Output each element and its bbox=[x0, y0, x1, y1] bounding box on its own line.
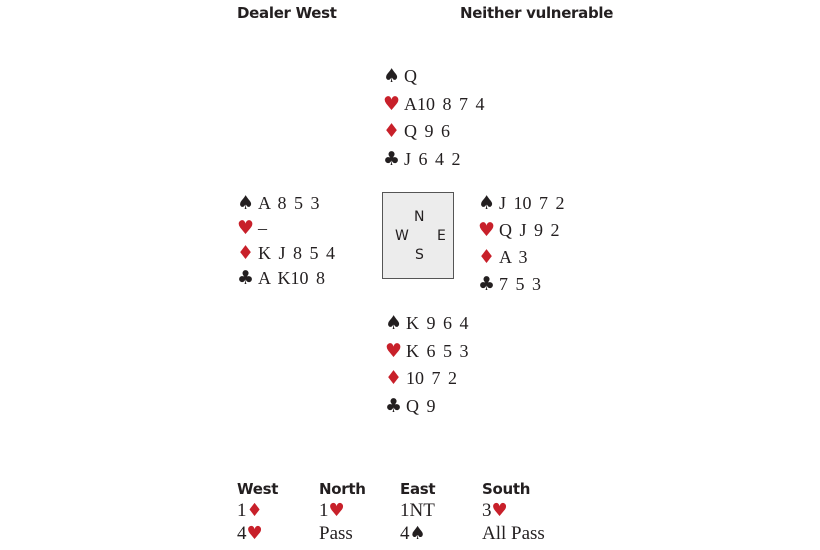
auction-header-east: East bbox=[400, 480, 436, 498]
call-text: 1 bbox=[319, 500, 329, 521]
east-heart-row: ♥Q J 9 2 bbox=[478, 219, 560, 241]
heart-icon: ♥ bbox=[237, 217, 255, 239]
club-icon: ♣ bbox=[383, 147, 401, 170]
auction-call: 4♠ bbox=[400, 523, 426, 545]
heart-icon: ♥ bbox=[328, 500, 345, 521]
spade-icon: ♠ bbox=[409, 523, 426, 544]
auction-call: All Pass bbox=[482, 523, 545, 545]
diamond-icon: ♦ bbox=[237, 242, 255, 264]
diamond-icon: ♦ bbox=[385, 367, 403, 389]
west-heart-row: ♥– bbox=[237, 217, 267, 239]
heart-icon: ♥ bbox=[385, 339, 403, 362]
east-heart-cards: Q J 9 2 bbox=[499, 220, 560, 240]
spade-icon: ♠ bbox=[478, 192, 496, 214]
east-spade-row: ♠J 10 7 2 bbox=[478, 192, 565, 214]
south-heart-row: ♥K 6 5 3 bbox=[385, 340, 469, 362]
auction-call: 1NT bbox=[400, 500, 435, 522]
south-spade-cards: K 9 6 4 bbox=[406, 313, 469, 333]
vulnerability-label: Neither vulnerable bbox=[460, 4, 614, 22]
auction-call: Pass bbox=[319, 523, 353, 545]
call-text: 4 bbox=[237, 523, 247, 544]
club-icon: ♣ bbox=[237, 267, 255, 289]
north-diamond-cards: Q 9 6 bbox=[404, 121, 450, 141]
call-text: All Pass bbox=[482, 523, 545, 544]
west-diamond-row: ♦K J 8 5 4 bbox=[237, 242, 335, 264]
auction-header-west: West bbox=[237, 480, 279, 498]
spade-icon: ♠ bbox=[383, 65, 401, 87]
east-club-cards: 7 5 3 bbox=[499, 274, 541, 294]
east-diamond-row: ♦A 3 bbox=[478, 246, 528, 268]
east-diamond-cards: A 3 bbox=[499, 247, 528, 267]
west-spade-row: ♠A 8 5 3 bbox=[237, 192, 320, 214]
north-club-cards: J 6 4 2 bbox=[404, 148, 461, 169]
call-text: 4 bbox=[400, 523, 410, 544]
south-club-cards: Q 9 bbox=[406, 395, 436, 416]
compass-north: N bbox=[414, 209, 425, 225]
dealer-label: Dealer West bbox=[237, 4, 337, 22]
compass-table: N W E S bbox=[382, 192, 454, 279]
call-text: 3 bbox=[482, 500, 492, 521]
diamond-icon: ♦ bbox=[246, 500, 263, 521]
auction-header-north: North bbox=[319, 480, 366, 498]
north-spade-row: ♠Q bbox=[383, 65, 417, 87]
east-spade-cards: J 10 7 2 bbox=[499, 193, 565, 213]
compass-east: E bbox=[437, 228, 446, 244]
south-heart-cards: K 6 5 3 bbox=[406, 340, 469, 361]
auction-call: 1♥ bbox=[319, 500, 345, 522]
compass-south: S bbox=[415, 247, 424, 263]
spade-icon: ♠ bbox=[385, 312, 403, 334]
heart-icon: ♥ bbox=[478, 219, 496, 241]
north-diamond-row: ♦Q 9 6 bbox=[383, 120, 450, 142]
club-icon: ♣ bbox=[385, 394, 403, 417]
east-club-row: ♣7 5 3 bbox=[478, 273, 541, 295]
club-icon: ♣ bbox=[478, 273, 496, 295]
north-heart-row: ♥A10 8 7 4 bbox=[383, 93, 485, 115]
north-heart-cards: A10 8 7 4 bbox=[404, 93, 485, 114]
call-text: 1NT bbox=[400, 500, 435, 521]
call-text: Pass bbox=[319, 523, 353, 544]
south-diamond-row: ♦10 7 2 bbox=[385, 367, 457, 389]
west-club-row: ♣A K10 8 bbox=[237, 267, 325, 289]
compass-west: W bbox=[395, 228, 409, 244]
south-club-row: ♣Q 9 bbox=[385, 395, 436, 417]
auction-call: 4♥ bbox=[237, 523, 263, 545]
auction-call: 3♥ bbox=[482, 500, 508, 522]
west-heart-cards: – bbox=[258, 218, 267, 238]
heart-icon: ♥ bbox=[491, 500, 508, 521]
west-diamond-cards: K J 8 5 4 bbox=[258, 243, 336, 263]
north-spade-cards: Q bbox=[404, 66, 417, 86]
auction-header-south: South bbox=[482, 480, 531, 498]
heart-icon: ♥ bbox=[383, 92, 401, 115]
diamond-icon: ♦ bbox=[478, 246, 496, 268]
south-spade-row: ♠K 9 6 4 bbox=[385, 312, 469, 334]
spade-icon: ♠ bbox=[237, 192, 255, 214]
south-diamond-cards: 10 7 2 bbox=[406, 368, 457, 388]
diamond-icon: ♦ bbox=[383, 120, 401, 142]
call-text: 1 bbox=[237, 500, 247, 521]
west-club-cards: A K10 8 bbox=[258, 268, 326, 288]
auction-call: 1♦ bbox=[237, 500, 263, 522]
north-club-row: ♣J 6 4 2 bbox=[383, 148, 461, 170]
heart-icon: ♥ bbox=[246, 523, 263, 544]
west-spade-cards: A 8 5 3 bbox=[258, 193, 320, 213]
